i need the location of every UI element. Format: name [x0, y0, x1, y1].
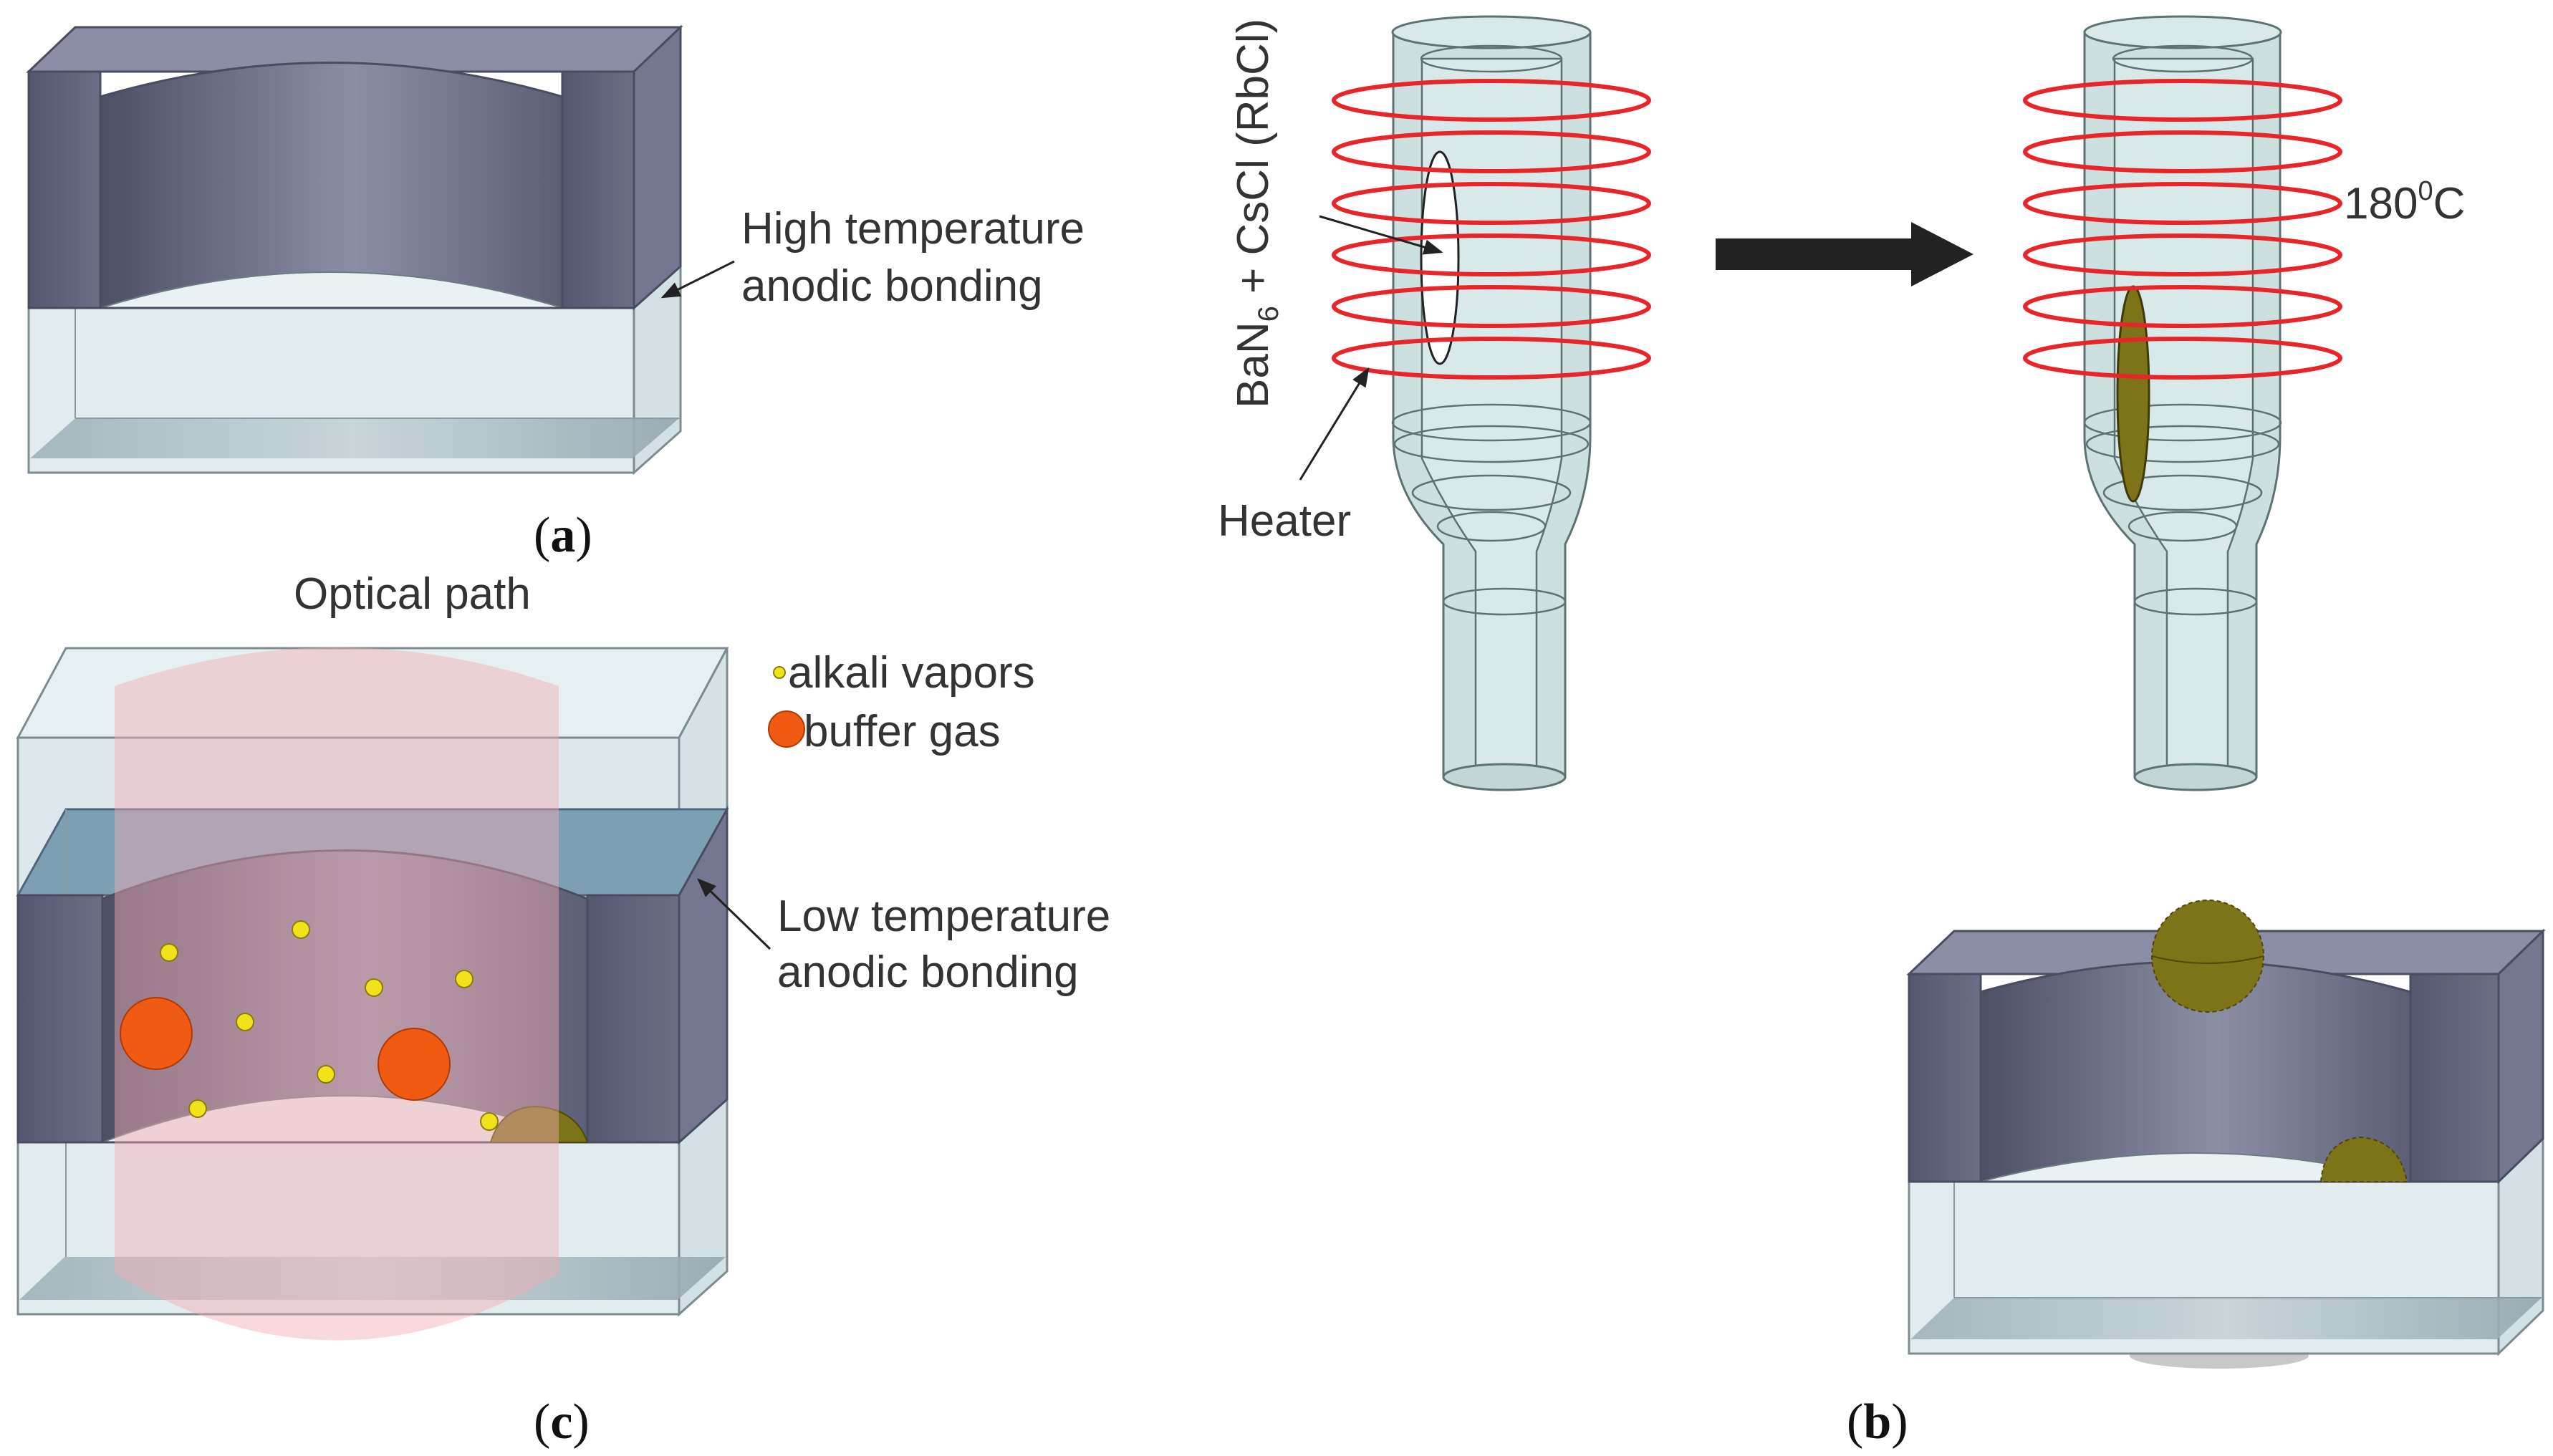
- ampoule-after: [2023, 15, 2342, 791]
- heater-coil: [1332, 79, 1651, 380]
- reagent-callout: [1319, 215, 1443, 255]
- silicon-front-left: [27, 70, 102, 309]
- cavity-floor: [100, 271, 563, 309]
- bonding-label-c-line2: anodic bonding: [777, 948, 1079, 997]
- silicon-front-left-c: [16, 894, 104, 1144]
- buffer-gas-particle: [378, 1028, 451, 1101]
- panel-b: BaN6 + CsCl (RbCl) H: [1218, 15, 2546, 1450]
- caption-c: (c): [534, 1394, 590, 1450]
- silicon-right-face: [633, 24, 682, 311]
- buffer-gas-particles: [120, 997, 451, 1101]
- legend: alkali vapors buffer gas: [768, 648, 1035, 756]
- bonding-label-c-line1: Low temperature: [777, 892, 1110, 941]
- alkali-vapor-particles: [160, 920, 499, 1131]
- alkali-vapor-particle: [292, 920, 310, 939]
- alkali-vapor-particle: [160, 943, 178, 962]
- callout-line-a: [660, 260, 735, 299]
- caption-a: (a): [534, 508, 592, 563]
- alkali-vapor-particle: [455, 970, 473, 988]
- bonded-cell-c: [16, 647, 729, 1317]
- alkali-sphere-top: [2151, 900, 2264, 1013]
- heater-coil: [2023, 79, 2342, 380]
- heater-callout: [1299, 367, 1370, 481]
- silicon-front-right-c: [586, 894, 681, 1144]
- caption-b: (b): [1847, 1394, 1908, 1450]
- alkali-legend-icon: [773, 666, 786, 679]
- alkali-vapor-particle: [188, 1099, 207, 1118]
- alkali-vapor-particle: [480, 1112, 499, 1131]
- silicon-right-face-b: [2497, 928, 2544, 1185]
- optical-path-beam: [115, 647, 559, 1341]
- glass-wafer-bottom-b: [1910, 1298, 2542, 1339]
- buffer-gas-particle: [120, 997, 193, 1070]
- bonded-cell-a: [26, 24, 683, 476]
- callout-line-c: [697, 878, 771, 950]
- glass-wafer-bottom: [30, 418, 679, 458]
- legend-buffer-label: buffer gas: [804, 707, 1001, 756]
- buffer-gas-legend-icon: [768, 710, 805, 748]
- alkali-vapor-particle: [365, 978, 383, 997]
- legend-alkali-label: alkali vapors: [788, 648, 1035, 698]
- silicon-front-right-b: [2409, 973, 2500, 1183]
- silicon-front-right: [561, 70, 635, 309]
- bonding-label-a-line2: anodic bonding: [741, 261, 1043, 311]
- ampoule-before: [1332, 15, 1651, 791]
- silicon-front-left-b: [1908, 973, 1982, 1183]
- alkali-droplet-floor: [2319, 1136, 2408, 1182]
- process-arrow: [1716, 222, 1973, 286]
- reagent-pocket: [1420, 150, 1460, 365]
- temperature-label: 1800C: [2344, 176, 2465, 228]
- alkali-vapor-particle: [236, 1013, 254, 1031]
- reagent-label: BaN6 + CsCl (RbCl): [1229, 19, 1284, 408]
- optical-path-label: Optical path: [294, 569, 531, 619]
- cell-b: [1906, 900, 2546, 1369]
- heater-label: Heater: [1218, 496, 1351, 546]
- cavity-wall: [99, 62, 564, 309]
- alkali-metal-droplet-c: [489, 1105, 589, 1143]
- cavity-wall-c: [101, 849, 589, 1144]
- panel-c: Optical path alkali vapors buffer gas: [16, 569, 1110, 1450]
- condensed-alkali-metal: [2116, 285, 2150, 503]
- bonding-label-a-line1: High temperature: [741, 204, 1085, 254]
- bottom-glass-base: [19, 1257, 726, 1300]
- panel-a: High temperature anodic bonding (a): [26, 24, 1085, 563]
- alkali-vapor-particle: [317, 1065, 335, 1084]
